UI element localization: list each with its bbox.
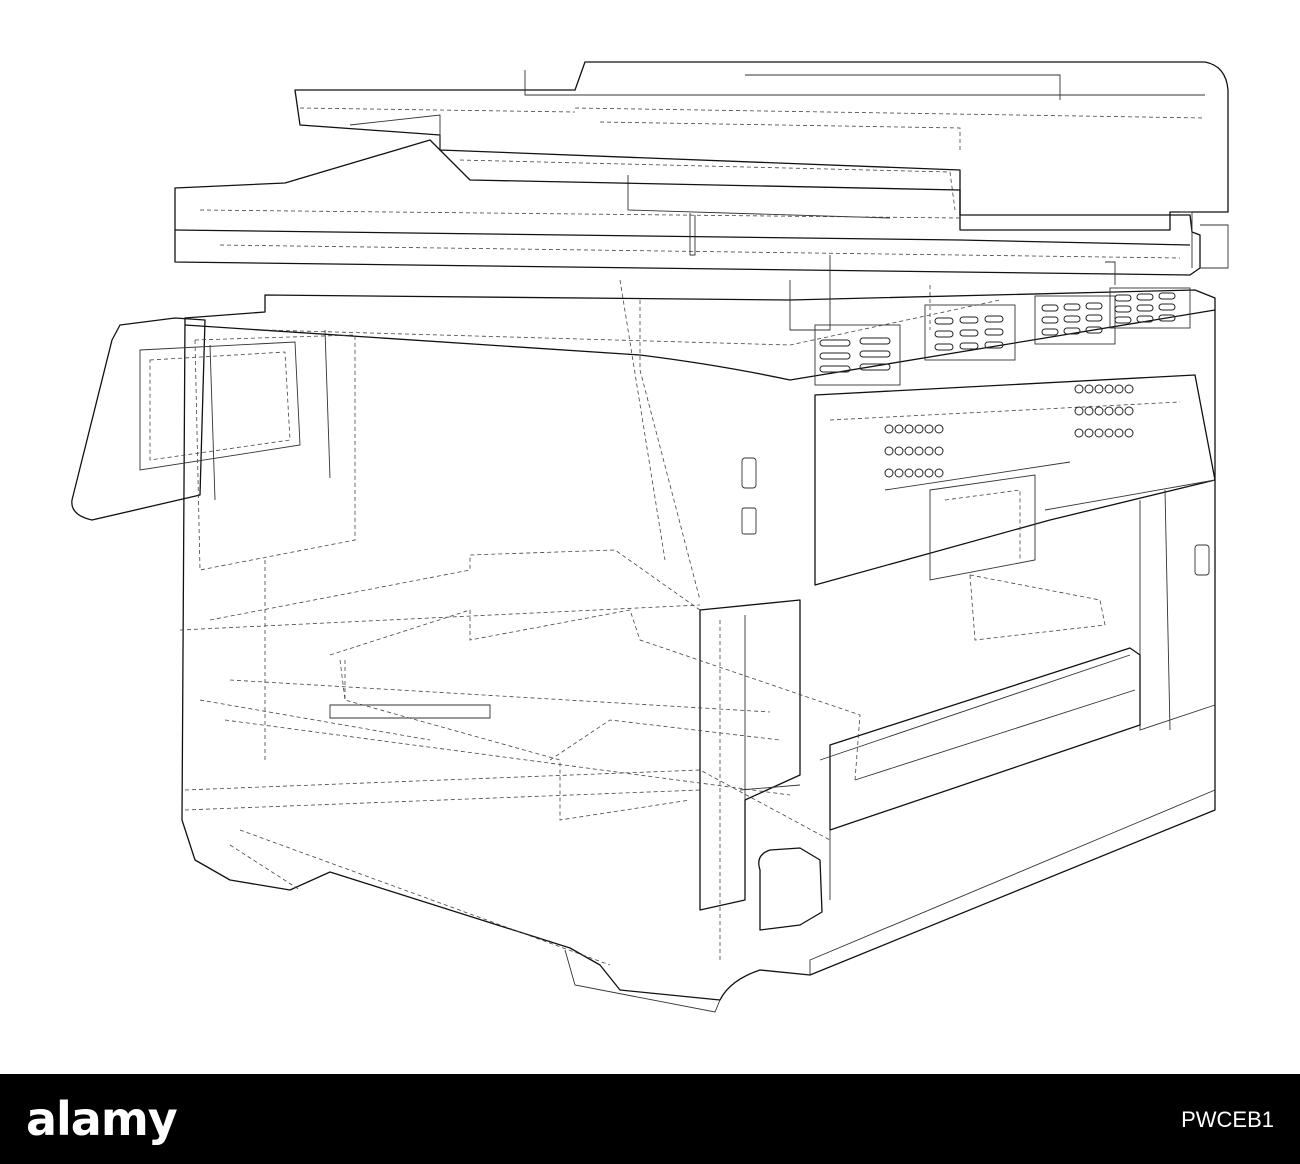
vent-slot (1114, 294, 1132, 302)
vent-slot (1094, 384, 1104, 394)
vent-slot (1041, 316, 1059, 324)
alamy-logo[interactable]: alamy (26, 1092, 178, 1146)
vent-slot (984, 341, 1004, 349)
vent-slot (1158, 292, 1176, 300)
vent-slot (1136, 315, 1154, 323)
stock-watermark-bar: alamy PWCEB1 (0, 1074, 1300, 1164)
vent-slot (1114, 305, 1132, 313)
vent-slot (884, 446, 894, 456)
scanner-flatbed (174, 139, 1229, 276)
vent-slot (859, 350, 891, 358)
document-feeder (294, 61, 1229, 231)
vent-slot (884, 468, 894, 478)
vent-slot (1124, 428, 1134, 438)
vent-slot (934, 424, 944, 434)
vent-slot (934, 317, 954, 325)
vent-slot (934, 468, 944, 478)
vent-slot (1158, 314, 1176, 322)
vent-slot (959, 329, 979, 337)
vent-slot (934, 446, 944, 456)
vent-slot (1094, 428, 1104, 438)
vent-slot (1084, 384, 1094, 394)
vent-slot (914, 424, 924, 434)
vent-slot (894, 468, 904, 478)
vent-slot (924, 446, 934, 456)
vent-slot (1074, 428, 1084, 438)
vent-slot (1063, 315, 1081, 323)
vent-slot (914, 446, 924, 456)
vent-slot (1041, 328, 1059, 336)
image-id-label: PWCEB1 (1181, 1107, 1274, 1132)
vent-slot (819, 339, 851, 347)
side-panel (741, 374, 1216, 731)
vent-slot (1085, 326, 1103, 334)
vent-slot (819, 352, 851, 360)
vent-slot (1136, 304, 1154, 312)
vent-slot (1063, 303, 1081, 311)
vent-slot (884, 424, 894, 434)
vent-slot (1114, 406, 1124, 416)
vent-slot (1084, 428, 1094, 438)
vent-slot (1074, 406, 1084, 416)
vent-slot (1104, 406, 1114, 416)
vent-slot (894, 446, 904, 456)
vent-slot (1084, 406, 1094, 416)
vent-slot (904, 424, 914, 434)
vent-slot (904, 446, 914, 456)
vent-slot (819, 365, 851, 373)
vent-slot (904, 468, 914, 478)
vent-slot (1136, 293, 1154, 301)
vent-slot (934, 343, 954, 351)
vent-slot (924, 424, 934, 434)
vent-slot (1114, 384, 1124, 394)
control-panel-screen (71, 317, 356, 571)
vent-slot (1114, 316, 1132, 324)
vent-slot (1085, 314, 1103, 322)
vent-slot (894, 424, 904, 434)
printer-wireframe-illustration (71, 61, 1229, 1013)
vent-slot (1104, 428, 1114, 438)
vent-slot (1114, 428, 1124, 438)
vent-slot (984, 328, 1004, 336)
vent-slot (1158, 303, 1176, 311)
vent-slot (1074, 384, 1084, 394)
vent-slot (1094, 406, 1104, 416)
vent-slot (914, 468, 924, 478)
vent-slot (959, 316, 979, 324)
printer-body (181, 255, 1216, 1013)
vent-slot (1124, 406, 1134, 416)
vent-slot (1104, 384, 1114, 394)
vent-slot (1063, 327, 1081, 335)
paper-tray (179, 549, 1141, 966)
top-vent-slots (814, 287, 1191, 386)
vent-slot (859, 337, 891, 345)
vent-slot (924, 468, 934, 478)
vent-slot (1124, 384, 1134, 394)
vent-slot (934, 330, 954, 338)
vent-slot (1041, 304, 1059, 312)
vent-slot (959, 342, 979, 350)
vent-slot (859, 363, 891, 371)
vent-slot (984, 315, 1004, 323)
vent-slot (1085, 302, 1103, 310)
